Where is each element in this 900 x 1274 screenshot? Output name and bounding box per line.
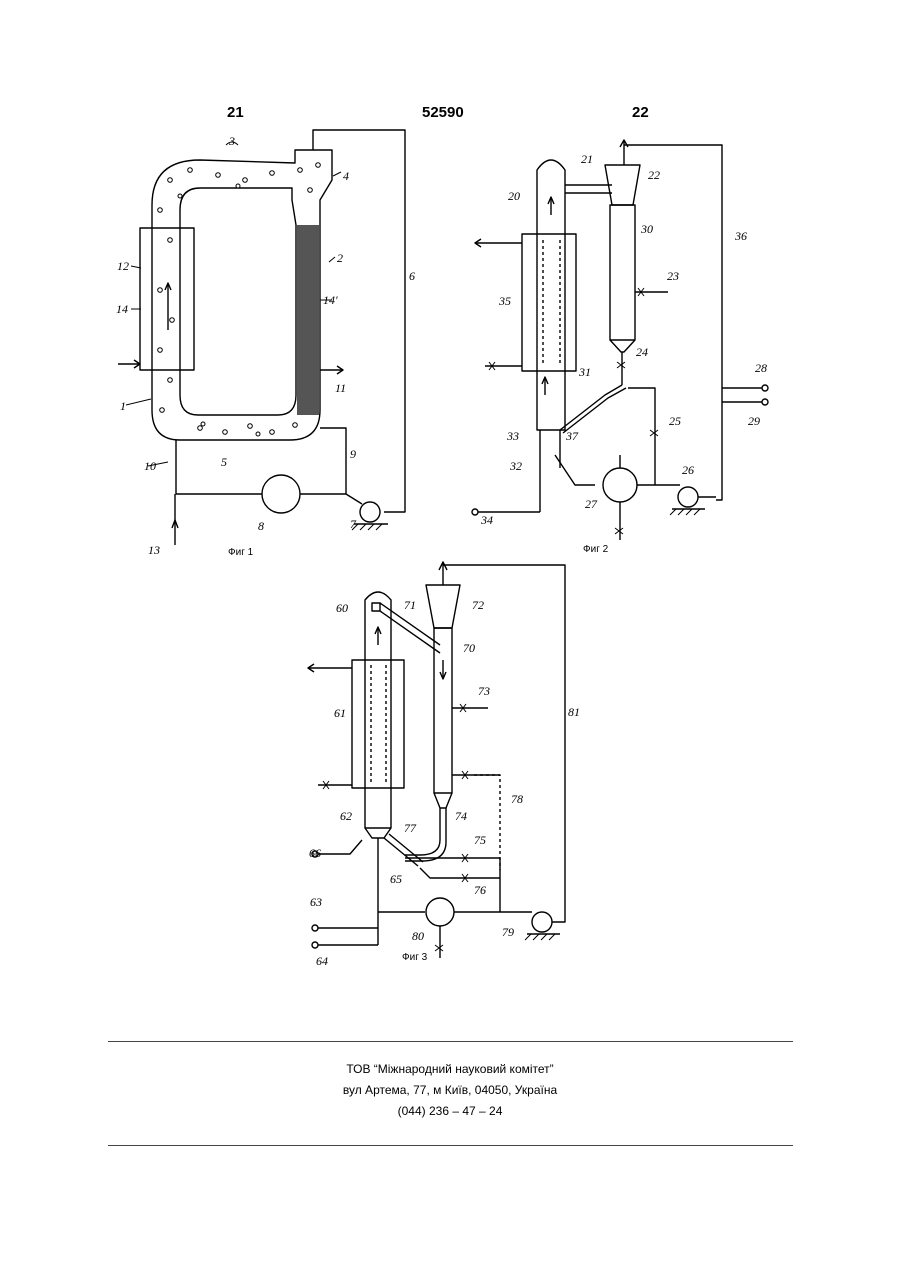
jacket-35 [522,234,576,371]
label: 64 [316,954,328,968]
label: 30 [640,222,653,236]
label: 32 [509,459,522,473]
packed-bed-2 [297,225,319,415]
label: 65 [390,872,402,886]
label: 24 [636,345,648,359]
label: 77 [404,821,417,835]
label: 72 [472,598,484,612]
label: 35 [498,294,511,308]
label: 4 [343,169,349,183]
footer-address: вул Артема, 77, м Київ, 04050, Україна [0,1083,900,1097]
label: 66 [309,846,321,860]
label: 5 [221,455,227,469]
figure-3-drawing [308,562,565,958]
label: 80 [412,929,424,943]
figure-1-caption: Фиг 1 [228,547,254,558]
label: 1 [120,399,126,413]
cyclone-72 [426,585,460,628]
label: 78 [511,792,523,806]
label: 79 [502,925,514,939]
label: 6 [409,269,415,283]
figure-1-labels: 1 2 3 4 5 6 7 8 9 10 11 12 13 14 14' Фиг… [116,134,415,558]
label: 14 [116,302,128,316]
label: 28 [755,361,767,375]
cooling-jacket [140,228,194,370]
figure-2-caption: Фиг 2 [583,544,609,555]
label: 26 [682,463,694,477]
label: 13 [148,543,160,557]
label: 7 [350,517,357,531]
footer-bottom-rule [108,1145,793,1146]
figure-1-drawing [118,130,405,545]
label: 33 [506,429,519,443]
standpipe-70 [434,628,452,793]
label: 75 [474,833,486,847]
label: 61 [334,706,346,720]
footer-top-rule [108,1041,793,1042]
label: 60 [336,601,348,615]
figure-2-labels: 20 21 22 23 24 25 26 27 28 29 30 31 32 3… [480,152,767,555]
label: 76 [474,883,486,897]
label: 73 [478,684,490,698]
label: 37 [565,429,579,443]
label: 71 [404,598,416,612]
label: 11 [335,381,346,395]
label: 20 [508,189,520,203]
figure-3-caption: Фиг 3 [402,952,428,963]
label: 22 [648,168,660,182]
label: 9 [350,447,356,461]
label: 3 [228,134,235,148]
label: 29 [748,414,760,428]
loop-reactor-inner [180,188,296,415]
label: 2 [337,251,343,265]
label: 31 [578,365,591,379]
label: 74 [455,809,467,823]
label: 81 [568,705,580,719]
label: 36 [734,229,747,243]
label: 12 [117,259,129,273]
label: 70 [463,641,475,655]
label: 62 [340,809,352,823]
label: 27 [585,497,598,511]
footer-company: ТОВ “Міжнародний науковий комітет” [0,1062,900,1076]
label: 21 [581,152,593,166]
jacket-61 [352,660,404,788]
label: 34 [480,513,493,527]
label: 10 [144,459,156,473]
label: 23 [667,269,679,283]
label: 8 [258,519,264,533]
label: 63 [310,895,322,909]
standpipe-30 [610,205,635,340]
footer-phone: (044) 236 – 47 – 24 [0,1104,900,1118]
label: 14' [323,293,338,307]
label: 25 [669,414,681,428]
